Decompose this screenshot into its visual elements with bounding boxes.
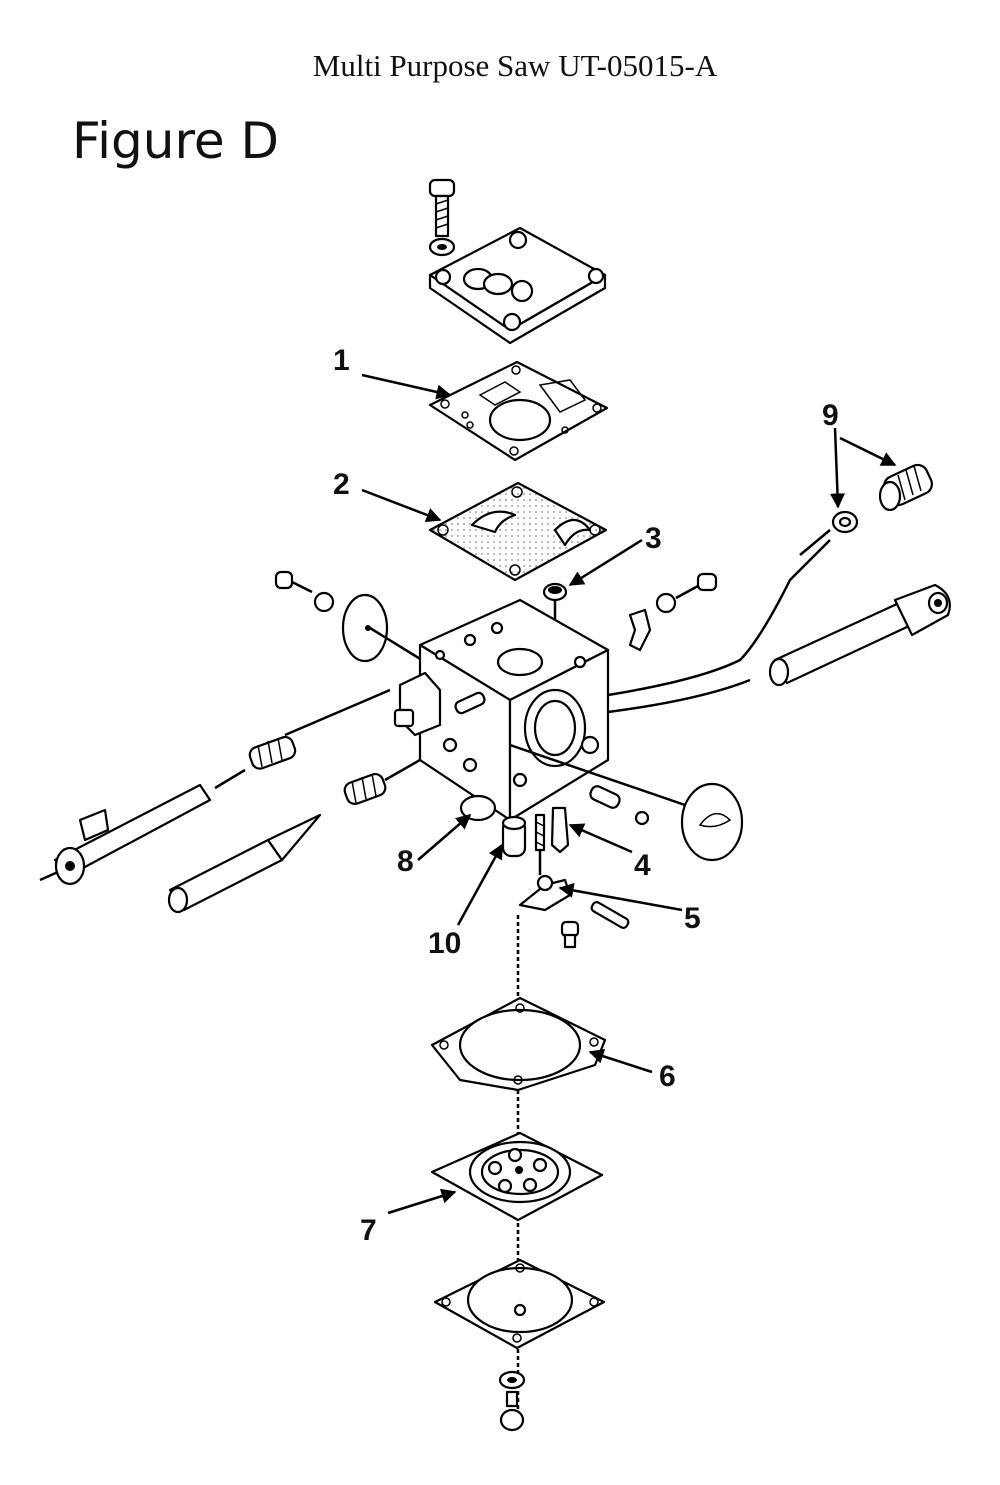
diaphragm-2 bbox=[428, 481, 608, 582]
document-title: Multi Purpose Saw UT-05015-A bbox=[312, 48, 718, 83]
gasket-1 bbox=[428, 360, 609, 462]
top-screw bbox=[428, 178, 456, 257]
callout-1: 1 bbox=[333, 344, 350, 377]
high-speed-needle bbox=[39, 688, 391, 886]
callout-9: 9 bbox=[822, 399, 839, 432]
callout-4: 4 bbox=[634, 849, 651, 882]
callout-6: 6 bbox=[659, 1060, 676, 1093]
idle-screw-9 bbox=[799, 463, 933, 556]
bottom-screw bbox=[498, 1370, 526, 1432]
carburetor-body bbox=[393, 598, 610, 822]
callout-8: 8 bbox=[397, 845, 414, 878]
gasket-6 bbox=[430, 996, 607, 1092]
callout-10: 10 bbox=[428, 927, 461, 960]
callout-leaders bbox=[361, 373, 897, 1215]
callout-2: 2 bbox=[333, 468, 350, 501]
callout-5: 5 bbox=[684, 902, 701, 935]
top-cover bbox=[428, 226, 607, 345]
callout-3: 3 bbox=[645, 522, 662, 555]
throttle-shaft bbox=[768, 583, 951, 687]
right-bracket-assembly bbox=[628, 572, 718, 652]
callout-7: 7 bbox=[360, 1214, 377, 1247]
bottom-cover bbox=[433, 1258, 606, 1350]
figure-label: Figure D bbox=[72, 112, 280, 170]
left-throttle-plate-assembly bbox=[274, 570, 431, 667]
low-speed-needle bbox=[167, 758, 421, 914]
metering-diaphragm-7 bbox=[430, 1131, 604, 1222]
small-parts bbox=[459, 743, 744, 949]
